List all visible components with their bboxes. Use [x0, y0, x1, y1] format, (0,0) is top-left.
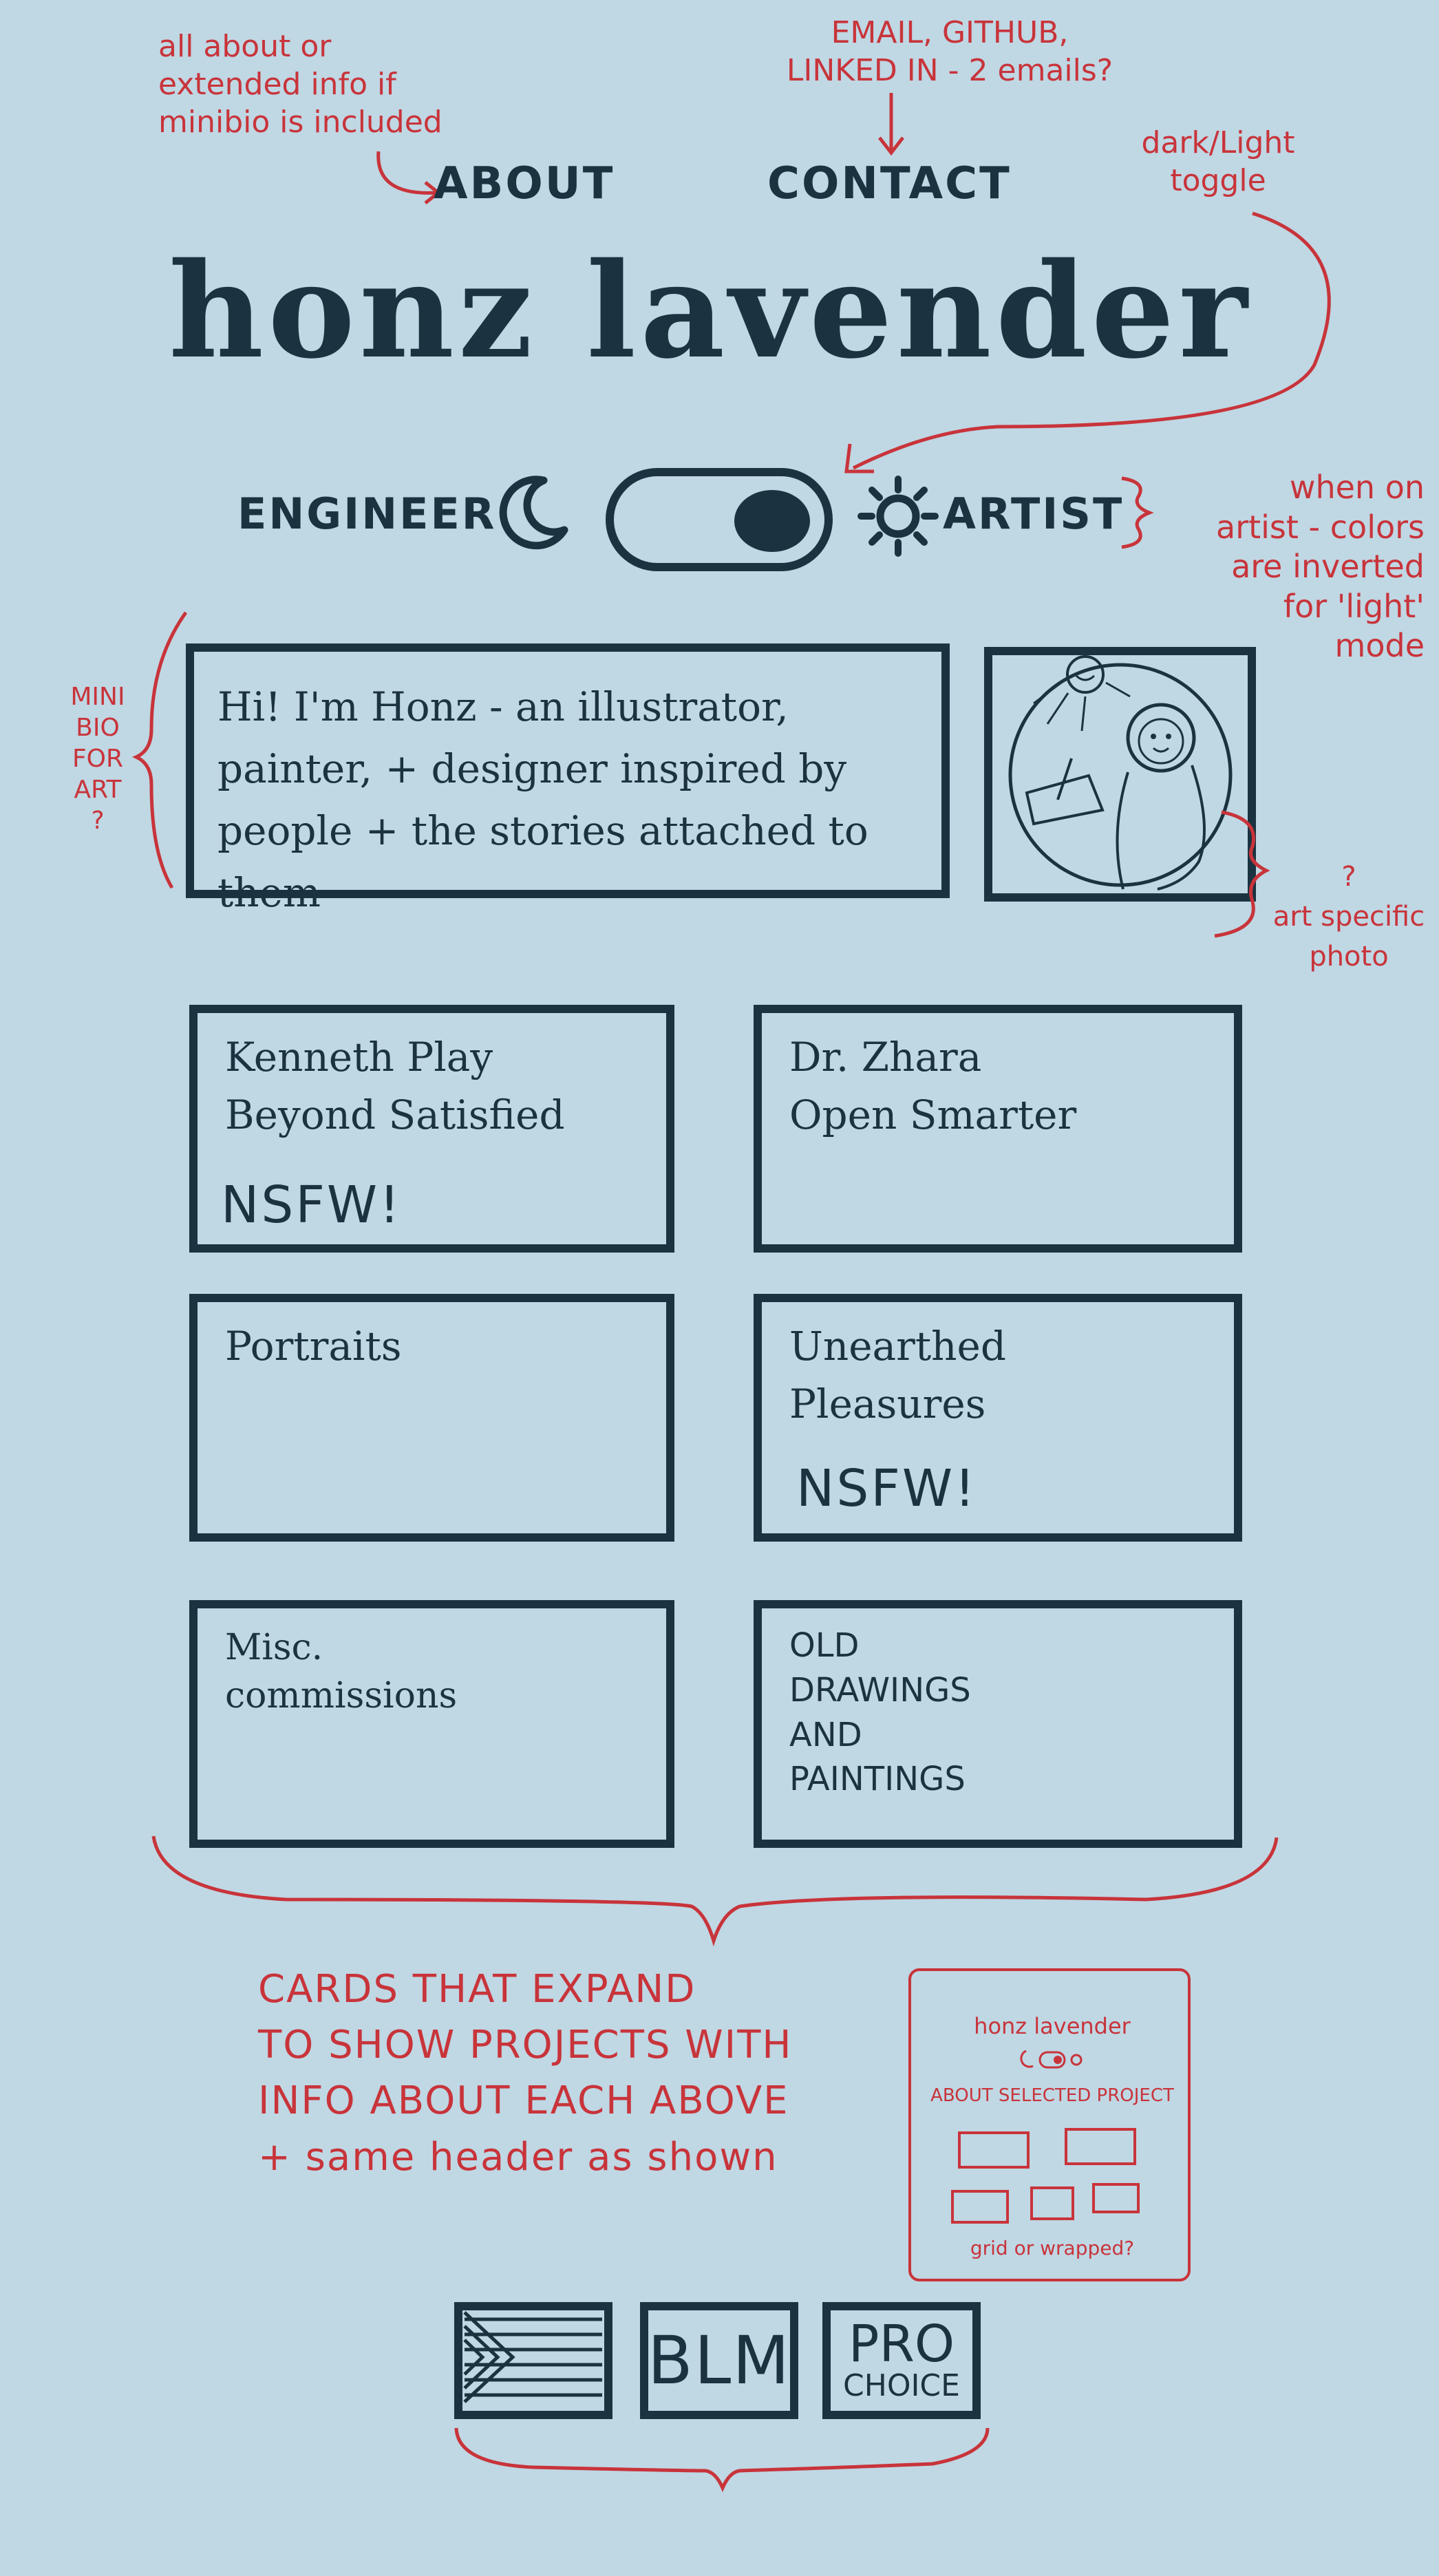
mockup-about: ABOUT SELECTED PROJECT [930, 2085, 1174, 2106]
mockup-title: honz lavender [974, 2013, 1131, 2039]
project-card-title: Misc. commissions [225, 1627, 458, 1717]
pride-flag-icon [463, 2311, 602, 2403]
engineer-label: ENGINEER [237, 489, 497, 539]
toggle-annotation-arrow [844, 211, 1331, 473]
about-annotation: all about or extended info if minibio is… [158, 29, 443, 140]
minibio-annotation: MINI BIO FOR ART ? [70, 683, 125, 835]
project-card[interactable]: Portraits [189, 1294, 674, 1542]
footer-brace [454, 2427, 990, 2493]
project-card-title: Unearthed Pleasures [789, 1323, 1006, 1428]
about-annotation-arrow [376, 151, 442, 204]
mockup-grid-note: grid or wrapped? [970, 2237, 1135, 2259]
project-card[interactable]: OLD DRAWINGS AND PAINTINGS [754, 1600, 1242, 1848]
photo-annotation: ? art specific photo [1272, 861, 1425, 972]
nav-about-link[interactable]: ABOUT [434, 158, 615, 209]
photo-brace [1214, 810, 1270, 938]
project-card-title: OLD DRAWINGS AND PAINTINGS [789, 1626, 971, 1799]
project-card-title: Portraits [225, 1323, 402, 1370]
project-card[interactable]: Misc. commissions [189, 1600, 674, 1848]
mini-bio-box: Hi! I'm Honz - an illustrator, painter, … [186, 643, 950, 916]
artist-note-brace [1121, 476, 1154, 549]
pro-label: PRO [848, 2314, 955, 2374]
pride-flag-badge[interactable] [454, 2302, 612, 2419]
toggle-knob [734, 490, 810, 552]
choice-label: CHOICE [843, 2367, 960, 2403]
minibio-brace [131, 611, 188, 889]
mini-bio-text: Hi! I'm Honz - an illustrator, painter, … [217, 683, 868, 916]
mode-toggle-switch[interactable] [606, 468, 833, 571]
expanded-view-mockup: honz lavender ABOUT SELECTED PROJECT gri… [908, 1968, 1191, 2281]
nav-contact-link[interactable]: CONTACT [767, 158, 1012, 209]
sun-icon [857, 476, 939, 557]
artist-photo [984, 647, 1256, 902]
project-card-title: Kenneth Play Beyond Satisfied [225, 1034, 565, 1139]
project-card[interactable]: Unearthed Pleasures NSFW! [754, 1294, 1242, 1542]
pro-choice-badge[interactable]: PRO CHOICE [822, 2302, 981, 2419]
nsfw-badge: NSFW! [221, 1175, 402, 1235]
moon-icon [499, 476, 568, 550]
nsfw-badge: NSFW! [796, 1459, 977, 1518]
contact-annotation-arrow [878, 93, 904, 156]
project-card[interactable]: Dr. Zhara Open Smarter [754, 1005, 1242, 1253]
blm-label: BLM [647, 2322, 791, 2399]
cards-annotation: CARDS THAT EXPAND TO SHOW PROJECTS WITH … [258, 1967, 793, 2180]
site-title: honz lavender [169, 234, 1252, 387]
blm-badge[interactable]: BLM [640, 2302, 798, 2419]
cards-brace [151, 1835, 1279, 1947]
toggle-annotation: dark/Light toggle [1141, 125, 1295, 198]
mockup-card-grid [951, 2128, 1140, 2224]
artist-portrait-illustration [1008, 655, 1233, 891]
artist-label: ARTIST [943, 489, 1124, 539]
project-card-title: Dr. Zhara Open Smarter [789, 1034, 1077, 1139]
mockup-toggle [1020, 2050, 1083, 2069]
contact-annotation: EMAIL, GITHUB, LINKED IN - 2 emails? [786, 15, 1113, 88]
artist-mode-annotation: when on artist - colors are inverted for… [1216, 469, 1425, 664]
project-card[interactable]: Kenneth Play Beyond Satisfied NSFW! [189, 1005, 674, 1253]
